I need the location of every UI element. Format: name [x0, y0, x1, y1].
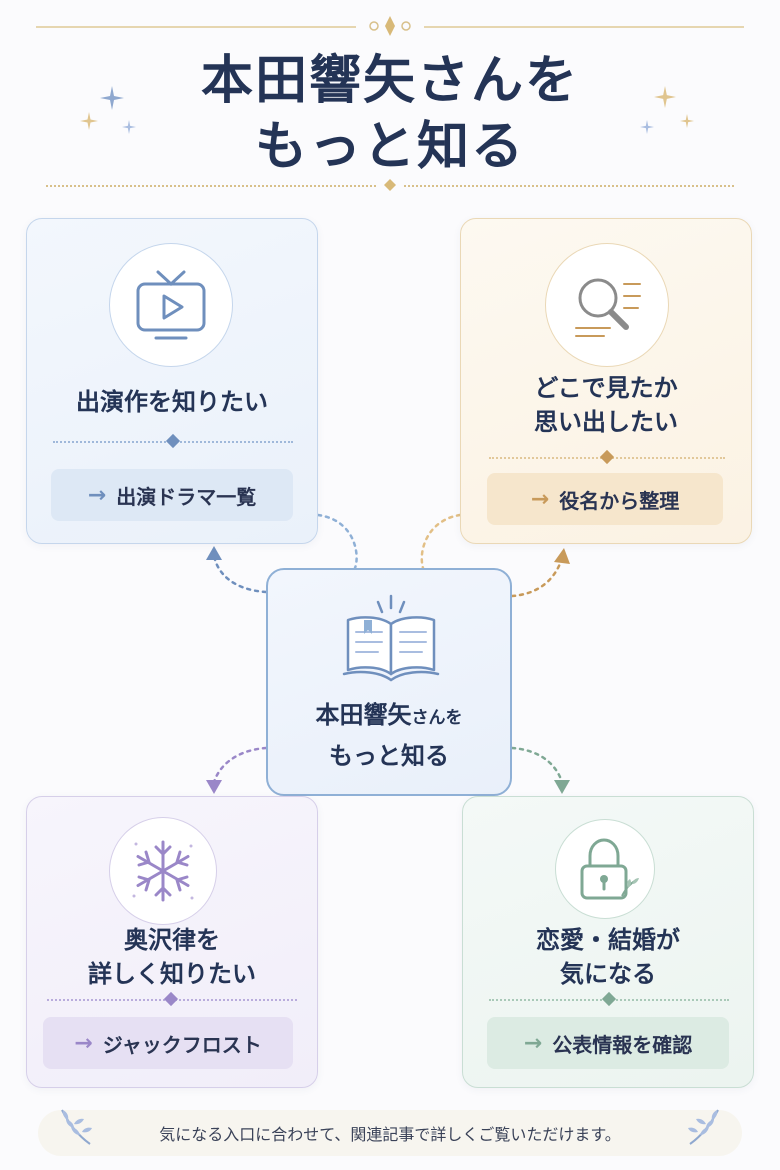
card-title-line: 気になる: [560, 960, 656, 988]
sparkle-icon: [680, 114, 694, 128]
sparkle-icon: [80, 112, 98, 130]
link-label: 公表情報を確認: [552, 1032, 693, 1057]
sparkle-icon: [640, 120, 654, 134]
center-name: 本田響矢: [315, 701, 412, 729]
card-title-line: どこで見たか: [534, 374, 678, 402]
works-list-link[interactable]: → 出演ドラマ一覧: [51, 469, 293, 521]
snowflake-icon: [132, 840, 194, 902]
footer-text: 気になる入口に合わせて、関連記事で詳しくご覧いただけます。: [159, 1125, 621, 1144]
icon-circle: [109, 243, 233, 367]
tv-play-icon: [136, 270, 206, 340]
leaf-sprig-icon: [688, 1109, 719, 1145]
arrow-right-icon: →: [530, 486, 550, 512]
card-title: 奥沢律を 詳しく知りたい: [27, 923, 317, 991]
link-label: ジャックフロスト: [102, 1032, 262, 1057]
card-title-line: 奥沢律を: [124, 926, 220, 954]
center-title: 本田響矢さんを もっと知る: [268, 696, 510, 775]
role-name-link[interactable]: → 役名から整理: [487, 473, 723, 525]
card-title: 出演作を知りたい: [27, 385, 317, 419]
footer-note: 気になる入口に合わせて、関連記事で詳しくご覧いただけます。: [38, 1110, 742, 1156]
diamond-icon: [601, 991, 617, 1007]
arrow-right-icon: →: [523, 1030, 543, 1056]
card-title-line: 出演作を知りたい: [76, 388, 268, 416]
header-dotted-rule-right: [404, 185, 734, 187]
sparkle-icon: [654, 86, 676, 108]
link-label: 役名から整理: [559, 488, 680, 513]
center-title-line2: もっと知る: [329, 742, 449, 770]
icon-circle: [109, 817, 217, 925]
public-info-link[interactable]: → 公表情報を確認: [487, 1017, 729, 1069]
arrow-right-icon: →: [74, 1030, 93, 1056]
diamond-icon: [165, 433, 181, 449]
card-title: どこで見たか 思い出したい: [461, 371, 751, 439]
arrow-right-icon: →: [87, 482, 107, 508]
page-title-line1: 本田響矢さんを: [200, 51, 579, 111]
card-title-line: 恋愛・結婚が: [536, 926, 680, 954]
card-works[interactable]: 出演作を知りたい → 出演ドラマ一覧: [26, 218, 318, 544]
leaf-sprig-icon: [61, 1109, 92, 1145]
jack-frost-link[interactable]: → ジャックフロスト: [43, 1017, 293, 1069]
card-title-line: 思い出したい: [534, 408, 678, 436]
sparkle-icon: [122, 120, 136, 134]
sparkle-icon: [100, 86, 124, 110]
icon-circle: [545, 243, 669, 367]
card-title: 恋愛・結婚が 気になる: [463, 923, 753, 991]
card-love[interactable]: 恋愛・結婚が 気になる → 公表情報を確認: [462, 796, 754, 1088]
center-title-line1: 本田響矢さんを: [268, 696, 510, 737]
page-title: 本田響矢さんを もっと知る: [140, 48, 640, 180]
card-title-line: 詳しく知りたい: [88, 960, 256, 988]
header-top-rule-right: [424, 26, 744, 28]
card-recall[interactable]: どこで見たか 思い出したい → 役名から整理: [460, 218, 752, 544]
header-dotted-rule-left: [46, 185, 376, 187]
diamond-ornament-icon: [369, 16, 411, 36]
center-hub: 本田響矢さんを もっと知る: [266, 568, 512, 796]
center-suffix: さんを: [411, 708, 463, 728]
icon-circle: [555, 819, 655, 919]
diamond-icon: [163, 991, 179, 1007]
header-top-rule-left: [36, 26, 356, 28]
page-title-line2: もっと知る: [254, 117, 525, 177]
card-role[interactable]: 奥沢律を 詳しく知りたい → ジャックフロスト: [26, 796, 318, 1088]
link-label: 出演ドラマ一覧: [116, 484, 257, 509]
open-book-icon: [342, 594, 440, 682]
diamond-icon: [599, 449, 615, 465]
diamond-icon: [384, 179, 396, 191]
padlock-icon: [580, 838, 639, 900]
magnifier-icon: [575, 278, 641, 337]
